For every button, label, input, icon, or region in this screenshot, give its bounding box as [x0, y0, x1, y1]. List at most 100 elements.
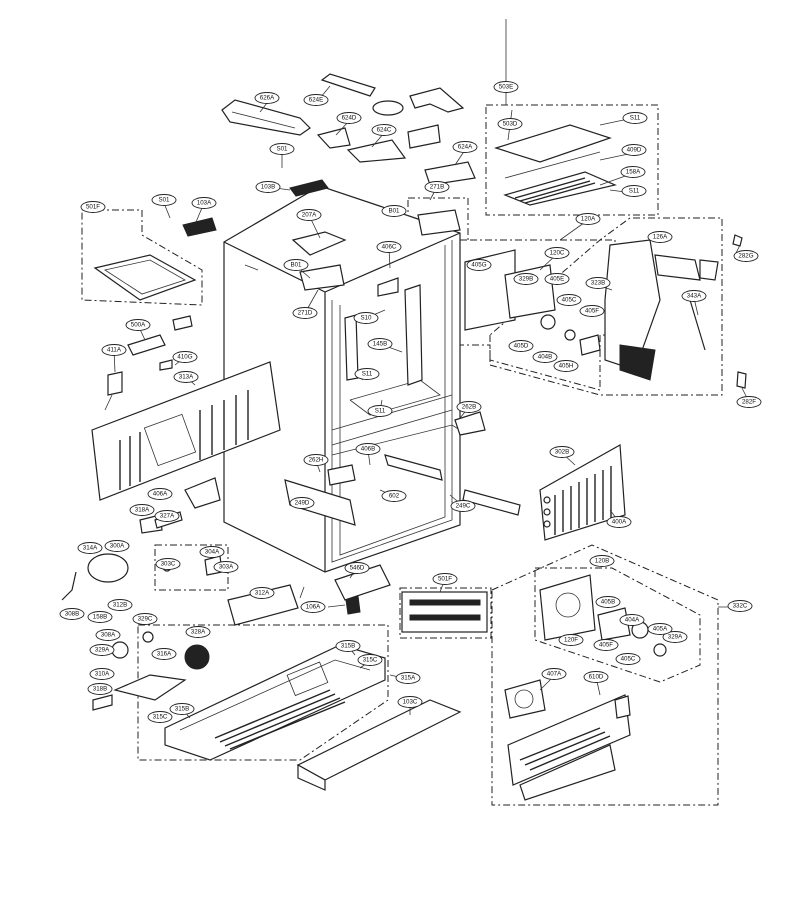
- callout-624e: 624E: [303, 94, 329, 106]
- callout-text: 409D: [627, 147, 642, 154]
- callout-405f2: 405F: [593, 639, 619, 651]
- callout-bubble: [335, 640, 361, 652]
- callout-text: B01: [388, 208, 400, 215]
- callout-bubble: [283, 259, 309, 271]
- callout-bubble: [371, 124, 397, 136]
- callout-text: 106A: [306, 604, 321, 611]
- callout-624c: 624C: [371, 124, 397, 136]
- callout-329b: 329B: [513, 273, 539, 285]
- callout-text: S11: [630, 115, 641, 122]
- callout-text: 343A: [687, 293, 702, 300]
- callout-bubble: [556, 294, 582, 306]
- callout-626a: 626A: [254, 92, 280, 104]
- callout-bubble: [254, 92, 280, 104]
- callout-405g: 405G: [466, 259, 492, 271]
- callout-bubble: [736, 396, 762, 408]
- callout-text: 406A: [153, 491, 168, 498]
- callout-bubble: [381, 205, 407, 217]
- callout-text: 400A: [612, 519, 627, 526]
- callout-303a: 303A: [213, 561, 239, 573]
- callout-text: 308A: [101, 632, 116, 639]
- callout-text: 410G: [177, 354, 192, 361]
- callout-bubble: [497, 118, 523, 130]
- callout-bubble: [87, 683, 113, 695]
- callout-bubble: [662, 631, 688, 643]
- callout-text: 120B: [595, 558, 609, 565]
- callout-bubble: [622, 112, 648, 124]
- callout-bubble: [681, 290, 707, 302]
- callout-249c: 249C: [450, 500, 476, 512]
- callout-text: 411A: [107, 347, 122, 354]
- callout-text: 406C: [382, 244, 397, 251]
- callout-bubble: [151, 648, 177, 660]
- callout-262h: 262H: [303, 454, 329, 466]
- callout-315c2: 315C: [147, 711, 173, 723]
- callout-503d: 503D: [497, 118, 523, 130]
- callout-bubble: [147, 488, 173, 500]
- callout-text: 313A: [179, 374, 194, 381]
- callout-315b2: 315B: [169, 703, 195, 715]
- callout-bubble: [727, 600, 753, 612]
- callout-503e: 503E: [493, 81, 519, 93]
- callout-bubble: [147, 711, 173, 723]
- callout-s11a: S11: [622, 112, 648, 124]
- callout-text: 323B: [591, 280, 605, 287]
- callout-410g: 410G: [172, 351, 198, 363]
- callout-text: 304A: [205, 549, 220, 556]
- callout-text: 207A: [302, 212, 317, 219]
- callout-text: 405H: [559, 363, 574, 370]
- callout-text: 328A: [191, 629, 206, 636]
- callout-bubble: [104, 540, 130, 552]
- callout-text: 329B: [519, 276, 533, 283]
- callout-text: 405D: [514, 343, 529, 350]
- callout-310a: 310A: [89, 668, 115, 680]
- callout-text: 315B: [175, 706, 189, 713]
- callout-text: 501F: [438, 576, 452, 583]
- callout-106a: 106A: [300, 601, 326, 613]
- callout-text: 318B: [93, 686, 107, 693]
- callout-304a: 304A: [199, 546, 225, 558]
- callout-bubble: [733, 250, 759, 262]
- callout-text: 503D: [503, 121, 518, 128]
- icemaker-assembly: [464, 124, 747, 389]
- callout-text: 500A: [131, 322, 146, 329]
- callout-bubble: [579, 305, 605, 317]
- callout-bubble: [456, 401, 482, 413]
- callout-bubble: [606, 516, 632, 528]
- callout-text: 303C: [161, 561, 176, 568]
- callout-323b: 323B: [585, 277, 611, 289]
- callout-bubble: [169, 703, 195, 715]
- callout-332c: 332C: [727, 600, 753, 612]
- callout-text: S11: [629, 188, 640, 195]
- callout-404b: 404B: [532, 351, 558, 363]
- callout-bubble: [101, 344, 127, 356]
- callout-b01b: B01: [283, 259, 309, 271]
- callout-text: B01: [290, 262, 302, 269]
- callout-s11d: S11: [367, 405, 393, 417]
- callout-407a: 407A: [541, 668, 567, 680]
- callout-312b: 312B: [107, 599, 133, 611]
- callout-bubble: [620, 166, 646, 178]
- callout-bubble: [544, 273, 570, 285]
- callout-text: 329A: [668, 634, 683, 641]
- callout-text: 145B: [373, 341, 387, 348]
- callout-400a: 400A: [606, 516, 632, 528]
- callout-bubble: [353, 312, 379, 324]
- callout-158b: 158B: [87, 611, 113, 623]
- callout-s10: S10: [353, 312, 379, 324]
- callout-406a: 406A: [147, 488, 173, 500]
- callout-text: 624A: [458, 144, 473, 151]
- callout-bubble: [89, 668, 115, 680]
- callout-405a: 405A: [647, 623, 673, 635]
- callout-text: 315B: [341, 643, 355, 650]
- callout-313a: 313A: [173, 371, 199, 383]
- callout-bubble: [107, 599, 133, 611]
- callout-120c: 120C: [544, 247, 570, 259]
- callout-145b: 145B: [367, 338, 393, 350]
- callout-bubble: [303, 454, 329, 466]
- callout-bubble: [151, 194, 177, 206]
- callout-315c: 315C: [357, 654, 383, 666]
- callout-271b: 271B: [424, 181, 450, 193]
- callout-text: 271D: [298, 310, 313, 317]
- callout-624d: 624D: [336, 112, 362, 124]
